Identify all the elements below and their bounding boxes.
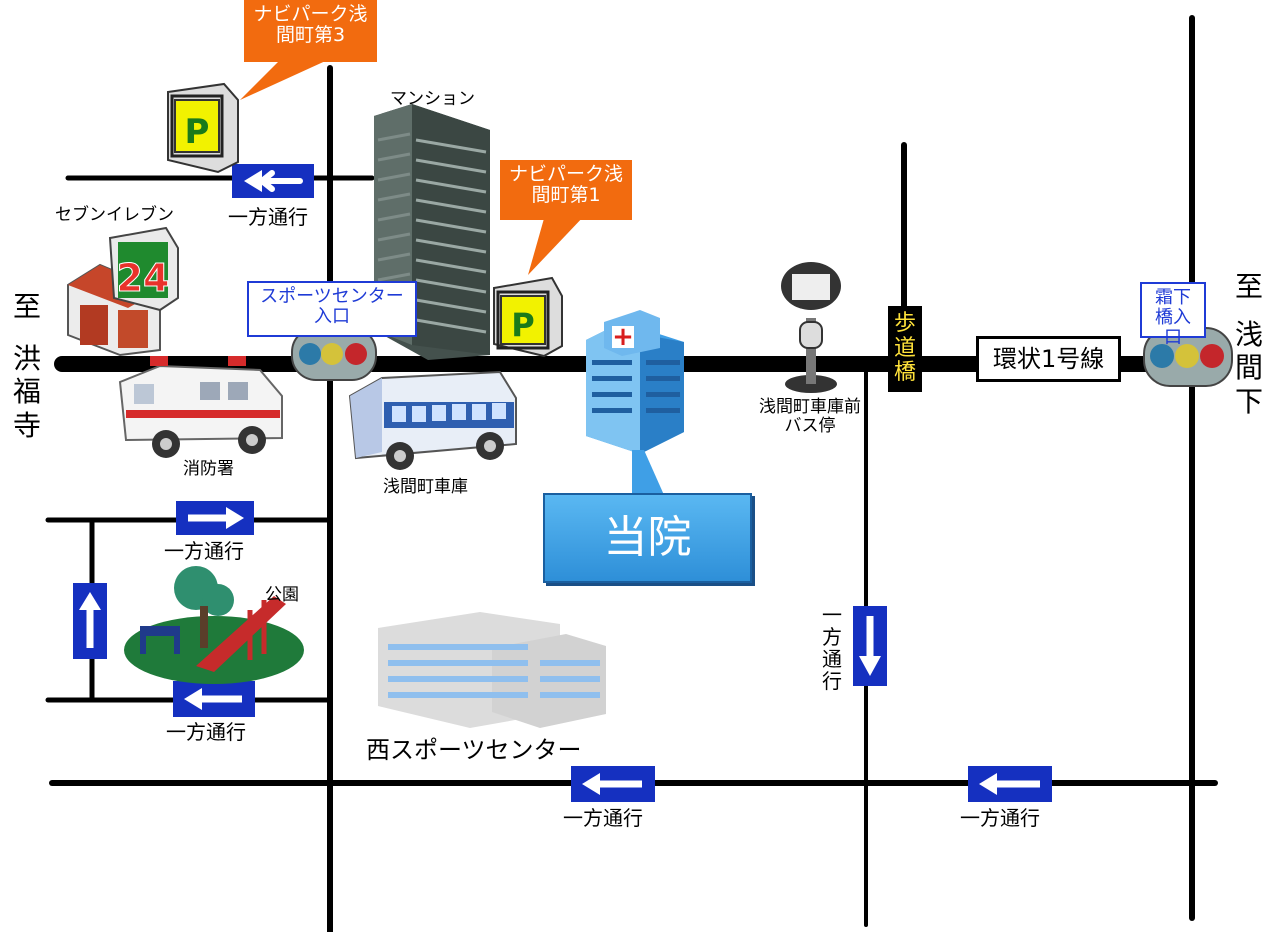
bus-icon [348,370,517,470]
sports-center-entrance-label: スポーツセンター入口 [247,281,417,337]
one-way-sign-south-east [968,766,1052,802]
one-way-sign-center-vertical [853,606,887,686]
parking-letter: P [511,306,534,344]
bus-stop-label: 浅間町車庫前 バス停 [759,397,861,436]
navipark-3-pointer [240,58,332,100]
hospital-building-icon [586,310,684,454]
seven-eleven-label: セブンイレブン [55,205,174,225]
ring-road-label: 環状1号線 [976,336,1122,382]
one-way-sign-park-west [73,583,107,659]
ambulance-icon [118,356,283,458]
navipark-1-pointer [528,215,585,275]
hospital-pointer [632,450,664,495]
to-kozukuji-label: 至 洪 福 寺 [12,290,41,442]
seven-eleven-sign: 24 [117,256,170,300]
one-way-label-park-south: 一方通行 [166,720,246,744]
one-way-label-south-west: 一方通行 [563,806,643,830]
one-way-label-north: 一方通行 [228,205,308,229]
navipark-3-callout: ナビパーク浅間町第3 [244,0,377,62]
one-way-sign-south-west [571,766,655,802]
bus-stop-icon [781,262,841,393]
pedestrian-bridge-label: 歩 道 橋 [888,306,922,392]
to-asamashita-label: 至 浅 間 下 [1234,270,1263,418]
west-sports-center-label: 西スポーツセンター [366,736,582,764]
one-way-label-park-north: 一方通行 [164,539,244,563]
one-way-sign-park-south [173,681,255,717]
fire-station-label: 消防署 [183,459,234,479]
one-way-label-south-east: 一方通行 [960,806,1040,830]
sports-center-building-icon [378,612,606,728]
traffic-light-icon [291,327,377,381]
shimoshimo-entrance-label: 霜下橋入口 [1140,282,1206,347]
convenience-store-icon [67,226,179,357]
one-way-label-vertical: 一 方 通 行 [822,603,842,693]
parking-icon [493,276,563,358]
hospital-cross-icon: + [612,322,634,352]
one-way-sign-park-north [176,501,254,535]
hospital-label: 当院 [543,493,752,583]
navipark-1-callout: ナビパーク浅間町第1 [500,160,632,220]
parking-letter: P [185,112,210,152]
mansion-label: マンション [390,89,475,109]
one-way-sign-north [232,164,314,198]
park-label: 公園 [265,585,299,605]
traffic-light-icon [1143,327,1233,387]
bus-depot-label: 浅間町車庫 [383,477,468,497]
park-icon [124,566,304,684]
parking-icon [167,82,239,174]
